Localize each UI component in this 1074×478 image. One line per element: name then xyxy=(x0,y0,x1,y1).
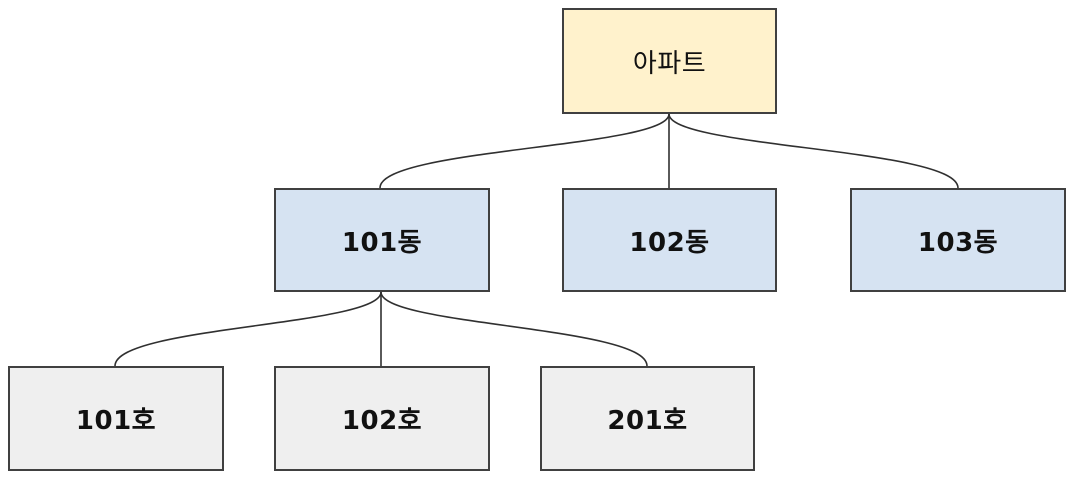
unit-node-101ho: 101호 xyxy=(8,366,224,471)
connector-root-101 xyxy=(379,113,670,189)
unit-node-label: 102호 xyxy=(341,406,423,436)
building-node-101: 101동 xyxy=(274,188,490,292)
building-node-102: 102동 xyxy=(562,188,777,292)
building-node-label: 101동 xyxy=(341,227,423,258)
building-node-label: 102동 xyxy=(629,227,710,258)
building-node-label: 103동 xyxy=(917,227,999,258)
unit-node-label: 101호 xyxy=(75,406,157,436)
unit-node-102ho: 102호 xyxy=(274,366,490,471)
connector-101-201ho xyxy=(380,291,648,367)
building-node-103: 103동 xyxy=(850,188,1066,292)
root-node: 아파트 xyxy=(562,8,777,114)
connector-101-101ho xyxy=(114,291,382,367)
root-node-label: 아파트 xyxy=(632,48,707,79)
unit-node-201ho: 201호 xyxy=(540,366,755,471)
unit-node-label: 201호 xyxy=(607,406,688,436)
connector-root-103 xyxy=(668,113,959,189)
